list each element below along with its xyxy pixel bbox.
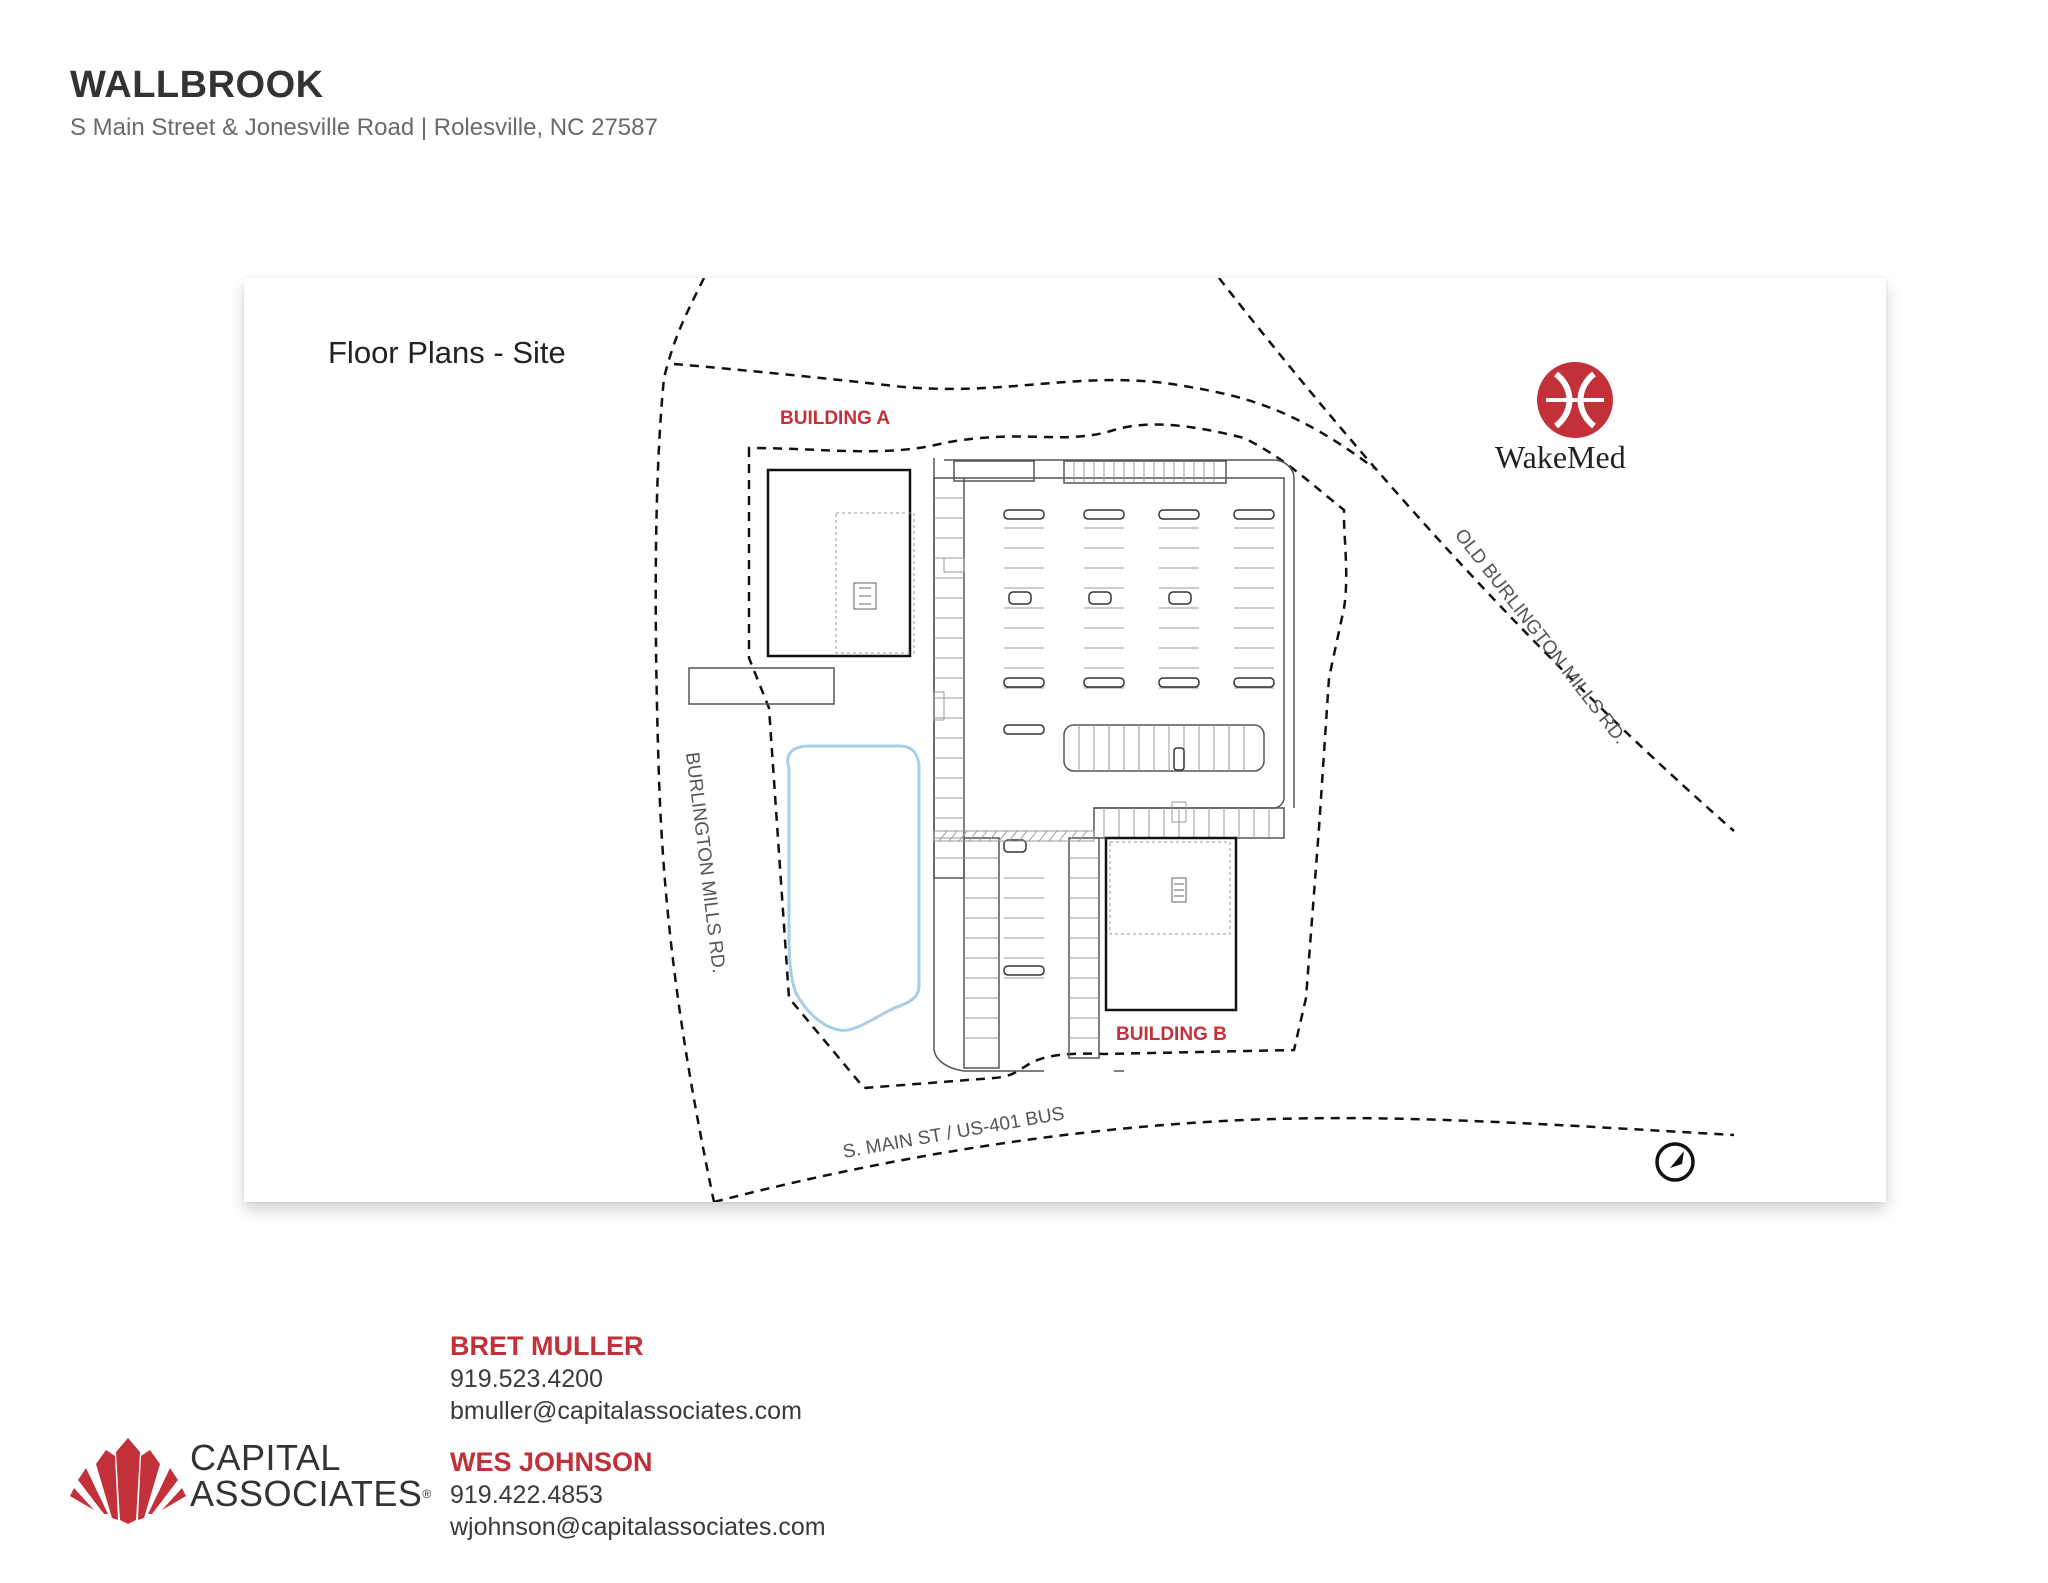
walkway-crossing [933, 830, 1095, 842]
contact-name: BRET MULLER [450, 1331, 644, 1361]
wakemed-logo: WakeMed [1495, 362, 1626, 475]
capital-associates-wordmark: CAPITAL ASSOCIATES® [190, 1440, 432, 1512]
building-a [766, 468, 915, 658]
parking-row-bottom [1093, 807, 1285, 839]
page-title: WALLBROOK [70, 64, 324, 106]
building-b-interior [1109, 841, 1231, 935]
site-plan-map: Floor Plans - Site BUILDING A BUILDING B… [244, 278, 1886, 1202]
contact-wes-johnson: WES JOHNSON 919.422.4853 wjohnson@capita… [450, 1446, 826, 1543]
contact-bret-muller: BRET MULLER 919.523.4200 bmuller@capital… [450, 1330, 802, 1427]
building-b-stair [1174, 883, 1184, 897]
brand-line-1: CAPITAL [190, 1437, 341, 1478]
island [1173, 747, 1185, 771]
island [1083, 677, 1125, 688]
stripes-columns [1004, 527, 1274, 689]
island [1233, 509, 1275, 520]
island [1003, 724, 1045, 735]
building-b-footprint [1104, 836, 1238, 1012]
parking-column-lower-right [1068, 837, 1100, 1059]
north-arrow-icon [1655, 1142, 1695, 1182]
island [1088, 591, 1112, 605]
building-b [1104, 836, 1238, 1012]
site-plan-svg: Floor Plans - Site BUILDING A BUILDING B… [328, 278, 1735, 1202]
stripes-left [934, 497, 964, 859]
contact-phone[interactable]: 919.422.4853 [450, 1481, 603, 1509]
building-b-core [1171, 877, 1187, 903]
parking-row-mid-left [688, 667, 835, 705]
contact-name: WES JOHNSON [450, 1447, 653, 1477]
roads [654, 278, 1735, 1202]
map-heading: Floor Plans - Site [328, 335, 566, 370]
parking-lot [688, 458, 1295, 1072]
building-a-stair [859, 587, 871, 605]
island [1003, 839, 1027, 853]
stripes-mid-island [1078, 725, 1245, 771]
building-a-label: BUILDING A [780, 408, 890, 429]
old-burlington-mills-road-label: OLD BURLINGTON MILLS RD. [1450, 525, 1631, 748]
parking-islands [1003, 509, 1275, 976]
stripes-top [1073, 461, 1215, 483]
stripes-bottom-row [1103, 808, 1270, 838]
walkway-building-b-entry [1171, 801, 1187, 823]
drive-aisle-outline [933, 458, 1295, 1072]
building-a-interior [835, 512, 915, 654]
brand-line-2-text: ASSOCIATES [190, 1473, 423, 1514]
parking-stripes [934, 461, 1274, 1039]
walkway-building-a-entry [943, 557, 965, 573]
brand-line-2: ASSOCIATES® [190, 1476, 432, 1512]
contact-email[interactable]: wjohnson@capitalassociates.com [450, 1513, 826, 1541]
island [1168, 591, 1192, 605]
parking-island-mid [1063, 724, 1265, 772]
contact-email[interactable]: bmuller@capitalassociates.com [450, 1397, 802, 1425]
burlington-mills-road-label: BURLINGTON MILLS RD. [681, 751, 729, 974]
island [1008, 591, 1032, 605]
island [1158, 509, 1200, 520]
island [1083, 509, 1125, 520]
island [1003, 965, 1045, 976]
main-street-label: S. MAIN ST / US-401 BUS [841, 1103, 1066, 1163]
property-top-line [673, 362, 1375, 470]
capital-associates-logo-icon [70, 1438, 186, 1524]
registered-mark: ® [422, 1487, 432, 1501]
island [1003, 677, 1045, 688]
walkway-hatch [938, 830, 1088, 842]
building-a-core [853, 582, 877, 610]
retention-pond [786, 744, 921, 1032]
parking-row-top [1063, 460, 1227, 484]
burlington-mills-road-line [654, 278, 716, 1202]
address-subtitle: S Main Street & Jonesville Road | Rolesv… [70, 114, 658, 141]
walkways [933, 557, 1187, 842]
parking-row-top-left [953, 460, 1035, 482]
walkway-building-a [933, 691, 945, 721]
main-street-line [713, 1116, 1735, 1202]
contact-phone[interactable]: 919.523.4200 [450, 1365, 603, 1393]
island [1233, 677, 1275, 688]
island [1158, 677, 1200, 688]
parking-column-lower-left [963, 837, 1000, 1069]
building-a-footprint [766, 468, 912, 658]
stripes-lower-columns [964, 857, 1099, 1039]
building-b-label: BUILDING B [1116, 1024, 1227, 1045]
wakemed-logo-text: WakeMed [1495, 439, 1626, 475]
island [1003, 509, 1045, 520]
